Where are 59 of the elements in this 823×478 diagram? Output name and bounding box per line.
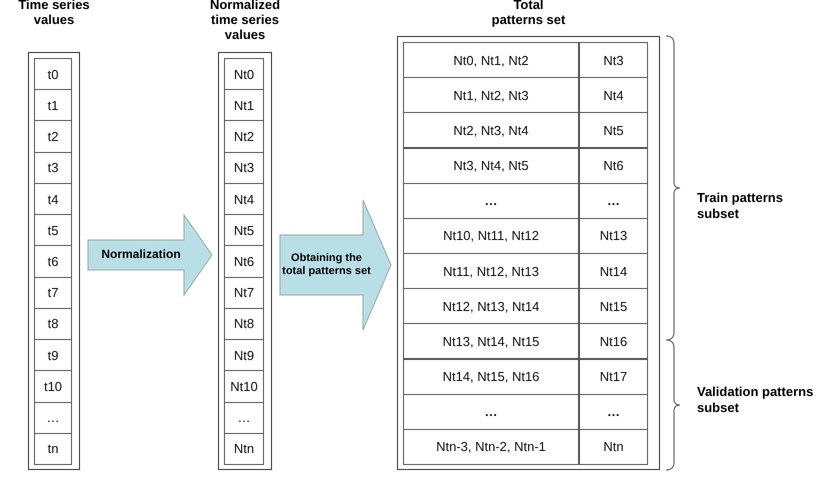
table-cell: Nt3 xyxy=(579,42,648,78)
block-arrow xyxy=(280,200,392,330)
table-cell: Nt4 xyxy=(579,77,648,114)
table-cell: t9 xyxy=(34,339,72,372)
table-column xyxy=(218,52,272,470)
table-cell: Nt13, Nt14, Nt15 xyxy=(403,323,579,360)
table-cell: Nt3 xyxy=(224,152,264,184)
table-cell: t7 xyxy=(34,276,72,309)
table-column xyxy=(28,52,80,470)
table-cell: Ntn xyxy=(224,432,264,465)
table-cell: … xyxy=(579,182,648,219)
table-cell: Ntn xyxy=(579,428,648,465)
table-cell: … xyxy=(224,402,264,434)
table-cell: … xyxy=(403,182,579,219)
table-cell: t0 xyxy=(34,58,72,90)
table-cell: Nt0 xyxy=(224,58,264,90)
table-cell: Nt5 xyxy=(579,112,648,148)
table-cell: Ntn-3, Ntn-2, Ntn-1 xyxy=(403,428,579,465)
brace-label: Validation patterns subset xyxy=(697,384,814,416)
table-cell: Nt4 xyxy=(224,182,264,216)
table-cell: t10 xyxy=(34,370,72,403)
block-arrow xyxy=(88,213,213,297)
table-cell: Nt12, Nt13, Nt14 xyxy=(403,288,579,324)
table-cell: t3 xyxy=(34,152,72,184)
table-cell: t5 xyxy=(34,214,72,246)
table-cell: t4 xyxy=(34,182,72,216)
edge-label: Normalization xyxy=(100,246,182,264)
table-cell: Nt16 xyxy=(579,323,648,360)
table-cell: Nt10 xyxy=(224,370,264,403)
table-cell: t2 xyxy=(34,120,72,153)
table-cell: Nt3, Nt4, Nt5 xyxy=(403,148,579,184)
table-cell: t1 xyxy=(34,89,72,122)
table-cell: Nt14, Nt15, Nt16 xyxy=(403,358,579,395)
table-cell: Nt7 xyxy=(224,276,264,309)
table-cell: Nt11, Nt12, Nt13 xyxy=(403,253,579,290)
table-cell: Nt0, Nt1, Nt2 xyxy=(403,42,579,78)
table-cell: tn xyxy=(34,432,72,465)
table-cell: Nt1, Nt2, Nt3 xyxy=(403,77,579,114)
table-cell: … xyxy=(579,394,648,430)
table-cell: Nt17 xyxy=(579,358,648,395)
table-cell: Nt14 xyxy=(579,253,648,290)
edge-label: Obtaining the total patterns set xyxy=(282,251,371,279)
table-cell: Nt5 xyxy=(224,214,264,246)
table-cell: Nt2 xyxy=(224,120,264,153)
table-cell: Nt6 xyxy=(579,148,648,184)
table-cell: t6 xyxy=(34,245,72,278)
table-cell: Nt6 xyxy=(224,245,264,278)
table-cell: Nt9 xyxy=(224,339,264,372)
table-cell: … xyxy=(34,402,72,434)
table-cell: Nt2, Nt3, Nt4 xyxy=(403,112,579,148)
table-cell: Nt13 xyxy=(579,218,648,254)
table-cell: t8 xyxy=(34,308,72,340)
table-cell: Nt1 xyxy=(224,89,264,122)
table-column xyxy=(397,36,660,470)
table-cell: Nt15 xyxy=(579,288,648,324)
table-cell: Nt8 xyxy=(224,308,264,340)
table-cell: Nt10, Nt11, Nt12 xyxy=(403,218,579,254)
table-cell: … xyxy=(403,394,579,430)
brace-label: Train patterns subset xyxy=(697,190,784,222)
